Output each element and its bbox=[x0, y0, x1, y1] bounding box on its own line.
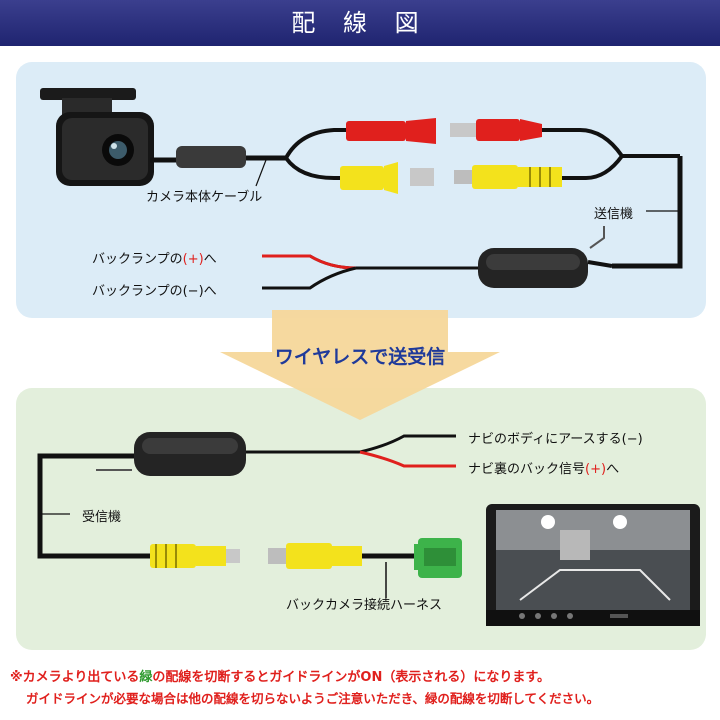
nav-back-label: ナビ裏のバック信号(+)へ bbox=[468, 458, 619, 477]
footer-note-line2: ガイドラインが必要な場合は他の配線を切らないようご注意いただき、緑の配線を切断し… bbox=[26, 691, 600, 706]
footer-note-line1: ※カメラより出ている緑の配線を切断するとガイドラインがON（表示される）になりま… bbox=[10, 666, 550, 685]
backup-camera bbox=[40, 88, 154, 186]
note-suffix: の配線を切断するとガイドラインがON（表示される）になります。 bbox=[152, 670, 551, 685]
harness-label: バックカメラ接続ハーネス bbox=[286, 598, 443, 613]
lamp-plus-prefix: バックランプの bbox=[92, 252, 183, 267]
wireless-label: ワイヤレスで送受信 bbox=[274, 347, 446, 368]
harness-connector bbox=[414, 538, 462, 578]
receiver-label: 受信機 bbox=[82, 510, 122, 525]
red-power-connector bbox=[346, 118, 542, 144]
monitor bbox=[486, 504, 700, 626]
wireless-arrow bbox=[220, 310, 500, 420]
wireless-receiver bbox=[96, 432, 246, 476]
cable-junction bbox=[176, 146, 246, 168]
page-header: 配 線 図 bbox=[0, 0, 720, 46]
page-title: 配 線 図 bbox=[291, 9, 429, 37]
nav-ground-label: ナビのボディにアースする(−) bbox=[468, 432, 643, 447]
wireless-transmitter bbox=[478, 226, 613, 288]
lamp-plus-label: バックランプの(+)へ bbox=[92, 248, 217, 267]
lamp-plus-sign: (+) bbox=[182, 252, 204, 267]
transmitter-label: 送信機 bbox=[594, 207, 634, 222]
nav-back-suffix: へ bbox=[606, 462, 620, 477]
note-prefix: ※カメラより出ている bbox=[10, 670, 140, 685]
nav-back-prefix: ナビ裏のバック信号 bbox=[468, 462, 586, 477]
lamp-plus-suffix: へ bbox=[203, 252, 217, 267]
yellow-video-connector bbox=[340, 162, 562, 194]
camera-cable-label: カメラ本体ケーブル bbox=[146, 190, 263, 205]
lamp-minus-label: バックランプの(−)へ bbox=[92, 284, 217, 299]
nav-back-sign: (+) bbox=[585, 462, 607, 477]
note-green-word: 緑 bbox=[139, 670, 153, 685]
receiver-video-connector bbox=[150, 543, 362, 569]
